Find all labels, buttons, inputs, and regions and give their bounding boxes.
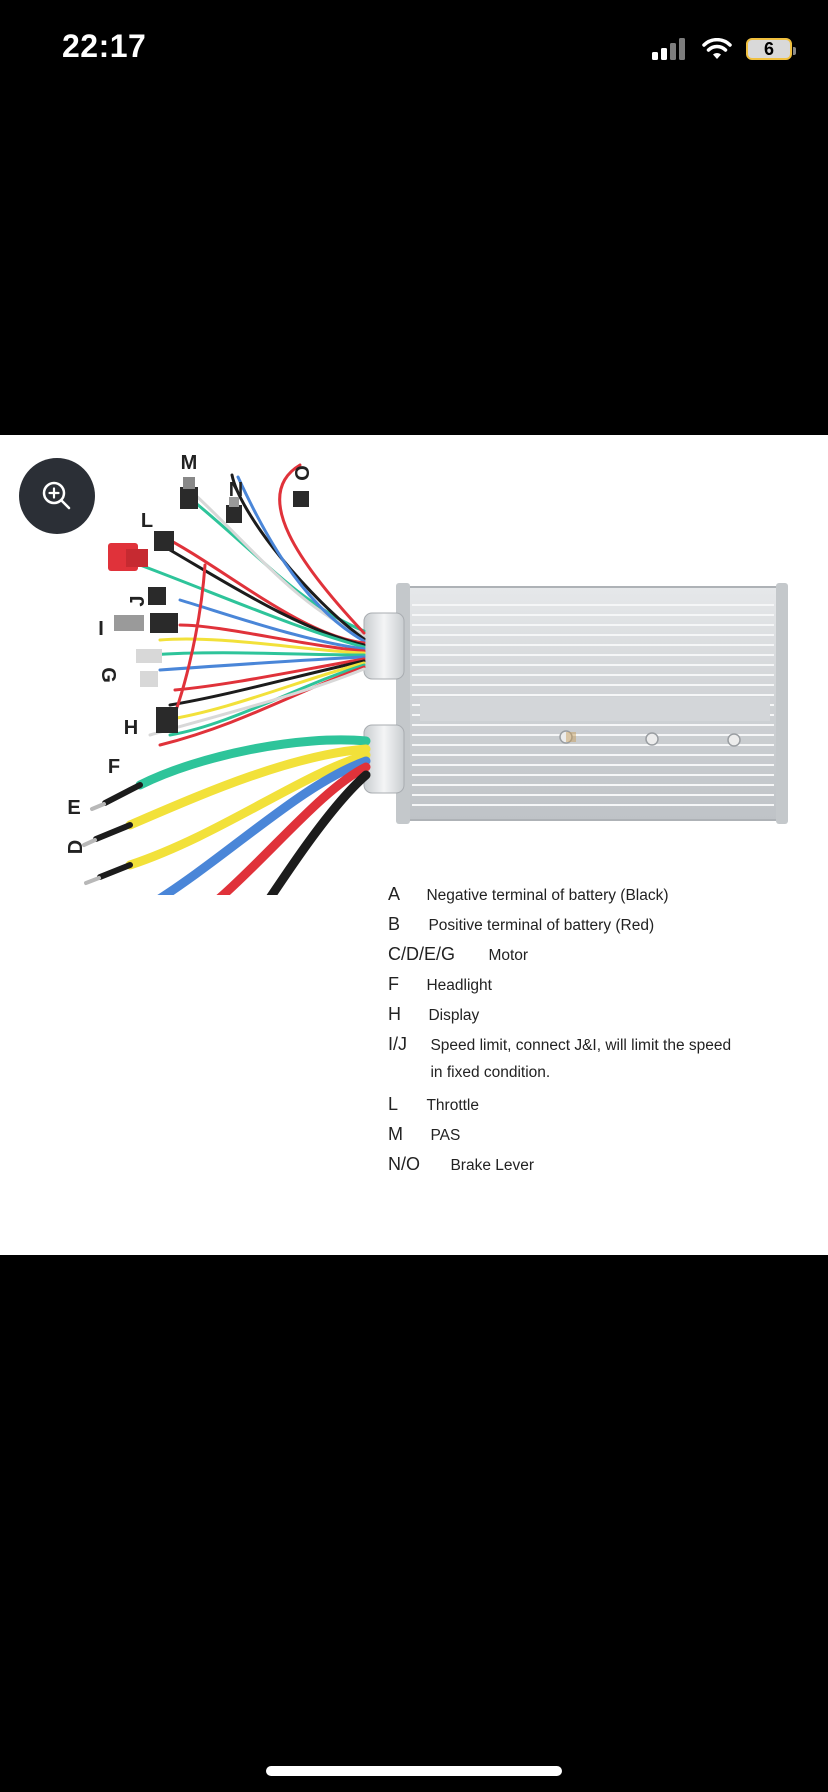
- product-image[interactable]: [0, 435, 828, 1255]
- signal-icon: [652, 38, 685, 60]
- label-m: M: [181, 452, 198, 474]
- legend-row-l: L Throttle: [388, 1094, 480, 1114]
- label-i: I: [98, 618, 104, 640]
- battery-icon: 6: [746, 38, 796, 60]
- connector-o: [293, 491, 309, 507]
- battery-level: 6: [763, 38, 774, 59]
- connector-m: [180, 487, 198, 509]
- legend-row-no: N/O Brake Lever: [388, 1154, 535, 1174]
- wire-labels: M N O L J I G H F E D C B A: [65, 452, 312, 854]
- legend-row-f: F Headlight: [388, 974, 492, 994]
- wire-b: [216, 762, 371, 895]
- label-o: O: [290, 465, 312, 481]
- connector-i: [114, 615, 144, 631]
- connector-l: [154, 531, 174, 551]
- wire-e: [125, 744, 371, 830]
- label-e: E: [67, 797, 80, 819]
- wire-d: [125, 750, 371, 870]
- label-f: F: [108, 756, 120, 778]
- housing-screw: [645, 732, 659, 746]
- zoom-button[interactable]: [19, 458, 95, 534]
- power-wires: [82, 735, 371, 895]
- label-h: H: [124, 717, 138, 739]
- connector-g: [140, 671, 158, 687]
- cable-gland-upper: [363, 612, 405, 680]
- status-time: 22:17: [62, 28, 147, 64]
- legend-row-b: B Positive terminal of battery (Red): [388, 914, 655, 934]
- wire-c: [157, 756, 371, 895]
- legend-row-ij-cont: in fixed condition.: [430, 1064, 551, 1081]
- wire-f: [135, 735, 371, 790]
- status-bar: 22:17 6: [0, 0, 828, 100]
- connector-j: [148, 587, 166, 605]
- home-indicator[interactable]: [266, 1766, 562, 1776]
- label-g: G: [97, 667, 119, 683]
- legend-row-ij: I/J Speed limit, connect J&I, will limit…: [388, 1034, 732, 1054]
- label-d: D: [65, 840, 87, 854]
- label-j: J: [127, 595, 149, 606]
- legend-row-h: H Display: [388, 1004, 480, 1024]
- controller-housing: [363, 583, 788, 824]
- wire-a: [266, 770, 371, 895]
- housing-screw: [727, 733, 741, 747]
- controller-diagram: M N O L J I G H F E D C B A: [65, 452, 788, 895]
- connector-n: [226, 505, 242, 523]
- label-l: L: [141, 510, 153, 532]
- zoom-in-icon: [42, 481, 71, 510]
- connector-h: [156, 707, 178, 733]
- legend-row-a: A Negative terminal of battery (Black): [388, 884, 669, 904]
- wifi-icon: [702, 38, 732, 59]
- connectors: [108, 477, 309, 733]
- label-n: N: [229, 479, 243, 501]
- status-icons: 6: [652, 36, 796, 62]
- legend-row-motor: C/D/E/G Motor: [388, 944, 529, 964]
- legend-row-m: M PAS: [388, 1124, 461, 1144]
- signal-wires: [138, 463, 366, 747]
